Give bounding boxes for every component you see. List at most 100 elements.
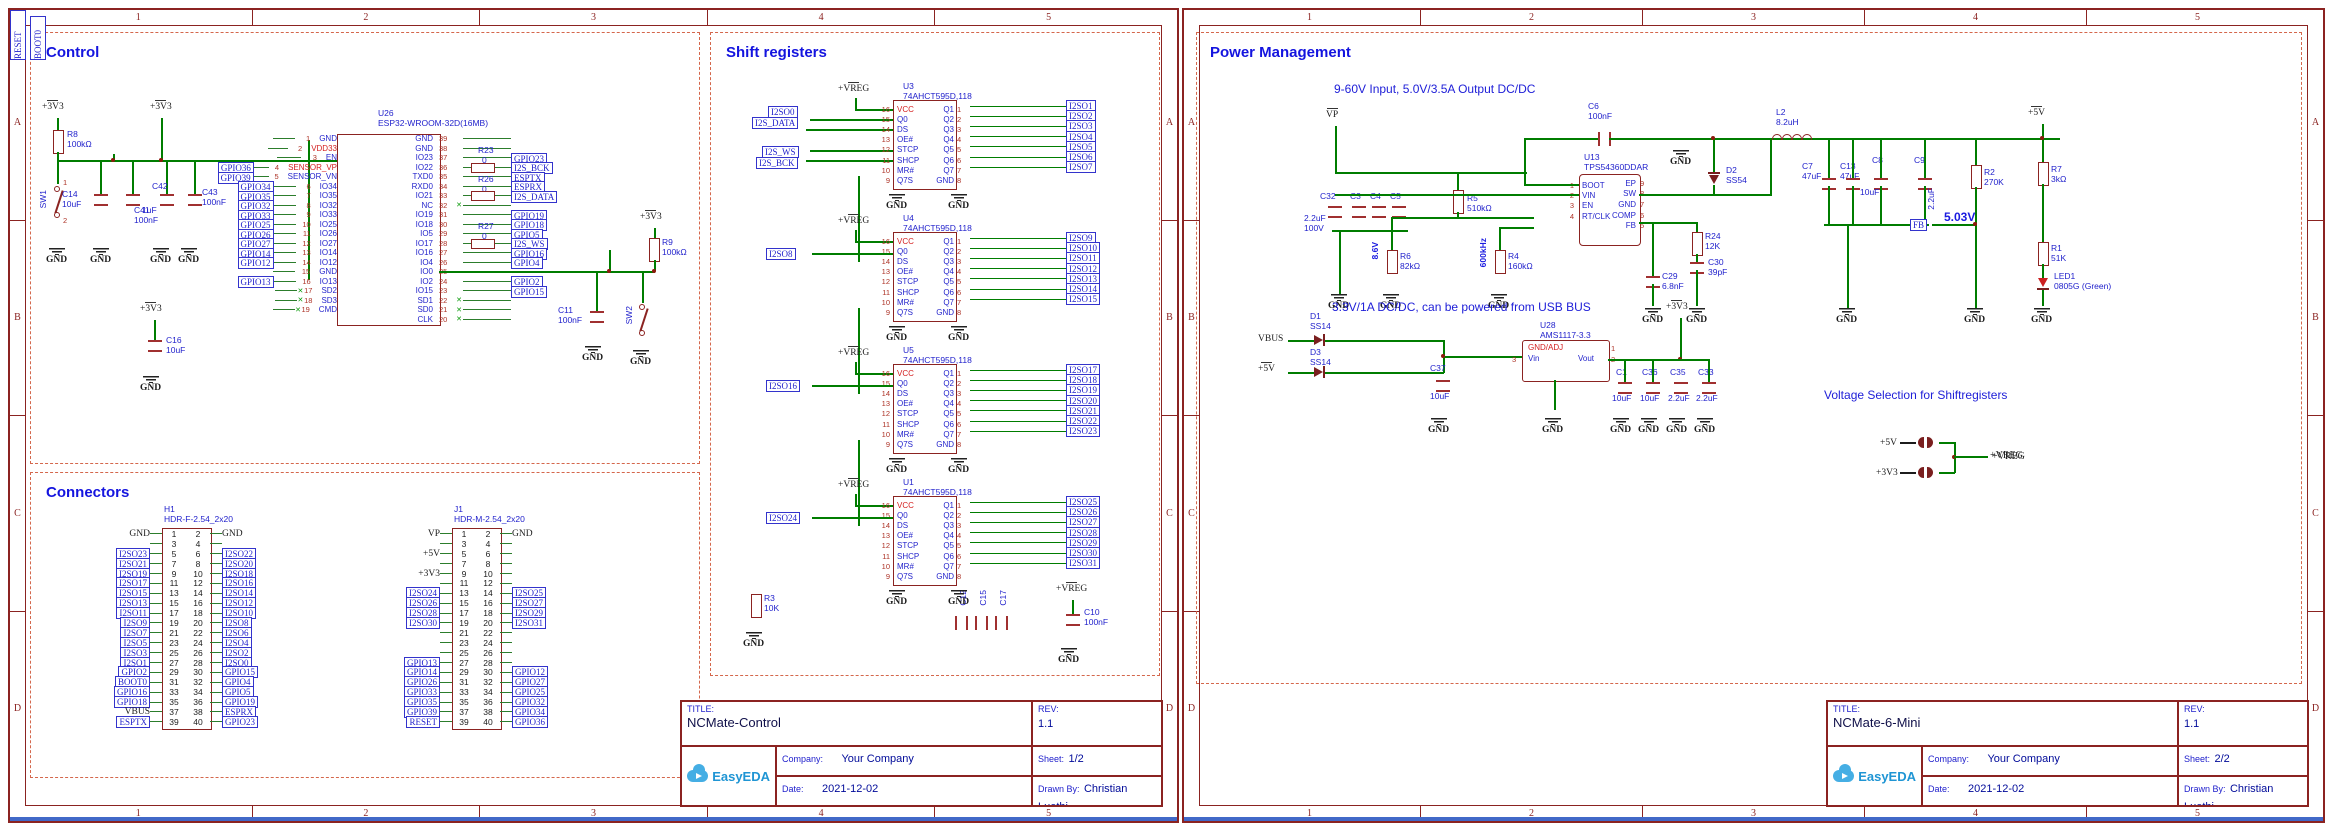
ic-u4[interactable]: [893, 232, 957, 322]
capacitor-c35[interactable]: [1674, 382, 1688, 394]
pin-name: GND/ADJ: [1528, 343, 1564, 352]
connector-h1[interactable]: [162, 528, 212, 730]
resistor-r26[interactable]: [471, 191, 495, 201]
capacitor-c37[interactable]: [1436, 380, 1450, 392]
capacitor-c12[interactable]: [955, 616, 968, 630]
table-row: I2SO30 19 20 I2SO31: [328, 616, 688, 629]
ic-u13[interactable]: [1579, 174, 1641, 246]
pin-name: IO35: [319, 191, 337, 201]
resistor-r2[interactable]: [1971, 165, 1982, 189]
ic-u3[interactable]: [893, 100, 957, 190]
table-row: I2SO15 13 14 I2SO14: [38, 587, 678, 600]
section-power: [1196, 32, 2302, 684]
wire: [970, 532, 1066, 534]
capacitor-c36[interactable]: [1646, 382, 1660, 394]
wire: [500, 622, 512, 624]
capacitor-c42[interactable]: [160, 194, 174, 206]
pin-name: SHCP: [897, 551, 920, 561]
capacitor-c17[interactable]: [995, 616, 1008, 630]
pin-name: IO21: [415, 191, 433, 201]
frame-col-label: 1: [1199, 806, 1421, 821]
pin-number: 8: [306, 200, 311, 210]
resistor-r4[interactable]: [1495, 250, 1506, 274]
net-flag-reset: RESET: [10, 10, 26, 60]
capacitor-c15[interactable]: [975, 616, 988, 630]
capacitor-c43[interactable]: [188, 194, 202, 206]
wire: [273, 223, 296, 225]
wire: [150, 671, 162, 673]
resistor-r23[interactable]: [471, 163, 495, 173]
resistor-r9[interactable]: [649, 238, 660, 262]
pin-number: 9: [885, 439, 890, 449]
pin-name: OE#: [897, 135, 914, 145]
capacitor-c33[interactable]: [1702, 382, 1716, 394]
resistor-r24[interactable]: [1692, 232, 1703, 256]
wire: [970, 268, 1066, 270]
resistor-r27[interactable]: [471, 239, 495, 249]
frame-row-label: D: [1187, 703, 1196, 715]
wire: [1847, 224, 1849, 308]
solder-jumper[interactable]: [1918, 467, 1933, 478]
pin-number: 35: [439, 172, 448, 182]
title-label: TITLE:: [687, 704, 715, 714]
inductor-l2[interactable]: [1772, 134, 1812, 140]
wire: [150, 563, 162, 565]
gnd-symbol: GND: [886, 326, 907, 343]
solder-jumper[interactable]: [1918, 437, 1933, 448]
capacitor-c1[interactable]: [1618, 382, 1632, 394]
wire: [1824, 224, 1929, 226]
pin-number: 1: [957, 104, 962, 114]
capacitor-c41[interactable]: [126, 194, 140, 206]
resistor-r7[interactable]: [2038, 162, 2049, 186]
connector-j1[interactable]: [452, 528, 502, 730]
pin-number: 13: [459, 588, 469, 599]
pin-name: MR#: [897, 165, 914, 175]
capacitor-c16[interactable]: [148, 340, 162, 352]
pin-row: GPIO14 13 IO14: [212, 247, 337, 260]
net-flag-fb: FB: [1910, 219, 1928, 231]
capacitor-c4[interactable]: [1372, 206, 1386, 218]
capacitor-c32[interactable]: [1328, 206, 1342, 218]
capacitor-c10[interactable]: [1066, 614, 1080, 626]
diode-d1[interactable]: [1314, 335, 1323, 345]
ic-u26[interactable]: [337, 134, 441, 326]
resistor-r6[interactable]: [1387, 250, 1398, 274]
net-label: GND: [512, 529, 533, 540]
pin-name: Q2: [943, 246, 954, 256]
frame-col-label: 5: [2195, 12, 2200, 23]
wire: [500, 553, 512, 555]
capacitor-c11[interactable]: [590, 311, 604, 323]
resistor-r5[interactable]: [1453, 190, 1464, 214]
capacitor-c14[interactable]: [94, 194, 108, 206]
ic-u5[interactable]: [893, 364, 957, 454]
diode-d3[interactable]: [1314, 367, 1323, 377]
wire: [150, 652, 162, 654]
pin-row: 3 EN: [1532, 201, 1642, 211]
led-led1[interactable]: [2038, 278, 2048, 287]
capacitor-c3[interactable]: [1352, 206, 1366, 218]
pin-number: 17: [304, 286, 313, 296]
pin-number: 6: [957, 419, 962, 429]
wire: [2042, 264, 2044, 278]
ic-u28[interactable]: [1522, 340, 1610, 382]
pin-number: 11: [459, 578, 469, 589]
sheet-label: Sheet:: [2184, 754, 2211, 764]
wire: [970, 501, 1066, 503]
subtitle-dc3: 3.3V/1A DC/DC, can be powered from USB B…: [1332, 300, 1591, 314]
resistor-r3[interactable]: [751, 594, 762, 618]
wire: [58, 160, 342, 162]
resistor-r8[interactable]: [53, 130, 64, 154]
power-flag-vreg-label: +VREG: [1990, 450, 2023, 461]
wire: [132, 160, 134, 196]
capacitor-c37-name: C37: [1430, 363, 1446, 373]
resistor-r1[interactable]: [2038, 242, 2049, 266]
diode-d2[interactable]: [1709, 175, 1719, 184]
wire: [500, 711, 512, 713]
ic-u1[interactable]: [893, 496, 957, 586]
